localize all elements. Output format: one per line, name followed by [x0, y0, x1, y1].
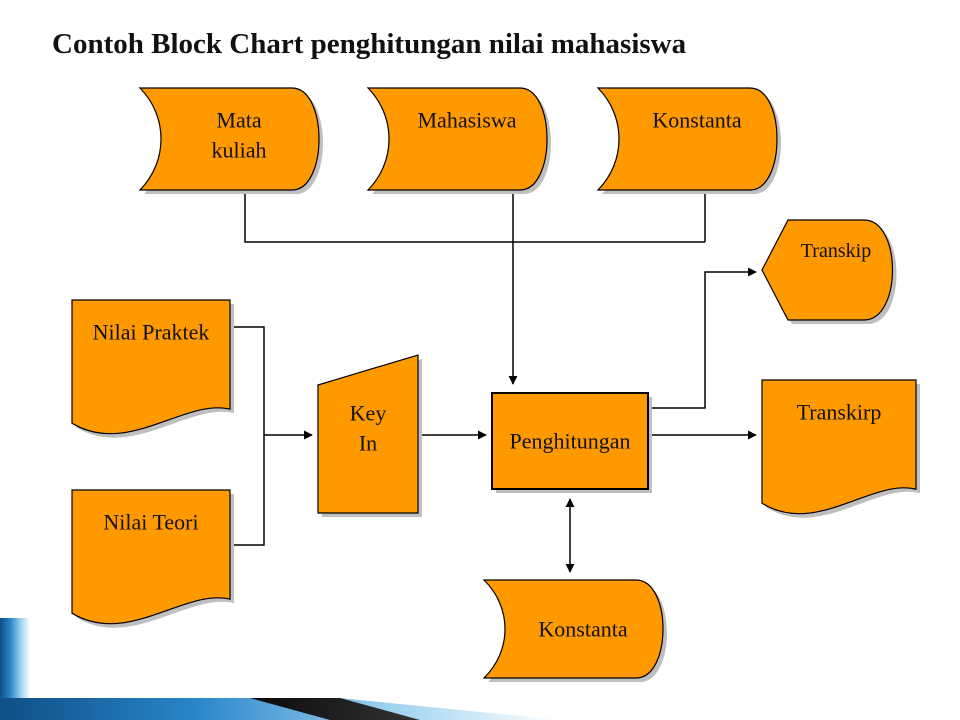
node-konstanta-bottom: Konstanta	[482, 579, 667, 682]
node-label: Penghitungan	[510, 429, 631, 454]
node-label: Mahasiswa	[418, 108, 517, 133]
node-shape-stored-data	[482, 579, 664, 679]
node-mahasiswa: Mahasiswa	[366, 87, 551, 194]
node-nilai-praktek: Nilai Praktek	[71, 299, 234, 438]
node-shape-document	[761, 379, 917, 515]
slide-accent	[0, 618, 560, 720]
node-mata-kuliah: Mata kuliah	[138, 87, 323, 194]
diagram-title: Contoh Block Chart penghitungan nilai ma…	[52, 28, 687, 60]
node-label: kuliah	[212, 137, 267, 162]
connector-penghitungan-to-transkip	[648, 267, 757, 409]
node-shape-display	[761, 219, 894, 321]
node-shape-stored-data	[596, 87, 778, 191]
connector-nilai-teori-to-key-in	[230, 430, 313, 546]
node-shape-document	[71, 299, 231, 435]
node-konstanta-top: Konstanta	[596, 87, 781, 194]
node-penghitungan: Penghitungan	[491, 392, 652, 493]
node-label: Transkip	[801, 240, 871, 262]
node-shape-stored-data	[138, 87, 320, 191]
node-label: Nilai Teori	[103, 510, 198, 535]
node-label: Konstanta	[652, 108, 741, 133]
node-transkip: Transkip	[761, 219, 897, 324]
node-label: Nilai Praktek	[93, 320, 210, 345]
connector-lines	[230, 190, 757, 573]
connector-nilai-praktek-to-key-in	[230, 326, 265, 435]
node-shape-manual-input	[317, 354, 419, 514]
node-label: Konstanta	[538, 617, 627, 642]
node-label: Transkirp	[797, 400, 882, 425]
node-label: In	[359, 430, 377, 455]
node-nilai-teori: Nilai Teori	[71, 489, 234, 628]
node-shape-stored-data	[366, 87, 548, 191]
node-label: Mata	[216, 108, 261, 133]
node-transkirp: Transkirp	[761, 379, 920, 518]
node-label: Key	[350, 401, 387, 426]
node-shape-process	[491, 392, 649, 490]
node-shape-document	[71, 489, 231, 625]
connector-mata-kuliah-to-penghitungan	[244, 190, 705, 243]
